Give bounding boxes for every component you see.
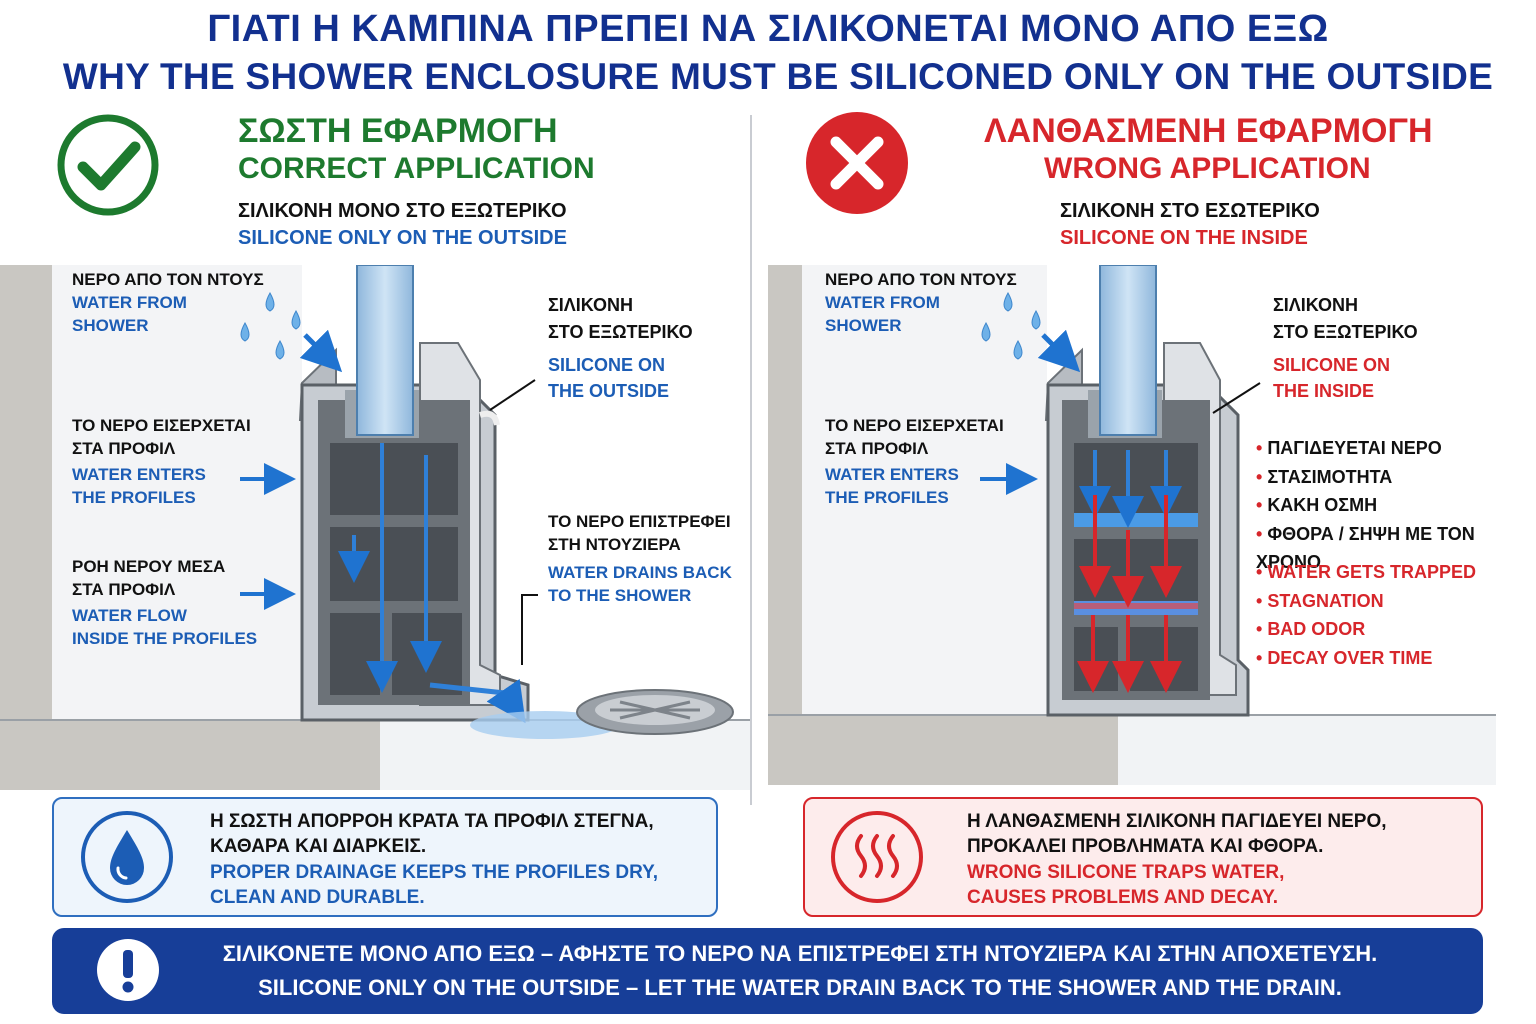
- correct-drains-greek-1: ΤΟ ΝΕΡΟ ΕΠΙΣΤΡΕΦΕΙ: [548, 512, 731, 531]
- wrong-bullets-english: WATER GETS TRAPPED STAGNATION BAD ODOR D…: [1256, 558, 1476, 672]
- bullet-item: WATER GETS TRAPPED: [1256, 558, 1476, 587]
- exclamation-icon: [97, 939, 159, 1001]
- correct-flow-english-1: WATER FLOW: [72, 606, 187, 625]
- correct-drains-greek-2: ΣΤΗ ΝΤΟΥΖΙΕΡΑ: [548, 535, 681, 554]
- wrong-water-from-english-1: WATER FROM: [825, 293, 940, 312]
- info-correct-greek-1: Η ΣΩΣΤΗ ΑΠΟΡΡΟΗ ΚΡΑΤΑ ΤΑ ΠΡΟΦΙΛ ΣΤΕΓΝΑ,: [210, 811, 654, 832]
- wrong-silicone-english-2: THE INSIDE: [1273, 381, 1375, 401]
- banner-text-greek: ΣΙΛΙΚΟΝΕΤΕ ΜΟΝΟ ΑΠΟ ΕΞΩ – ΑΦΗΣΤΕ ΤΟ ΝΕΡΟ…: [222, 941, 1378, 966]
- wrong-enters-english-2: THE PROFILES: [825, 488, 949, 507]
- bullet-item: STAGNATION: [1256, 587, 1476, 616]
- wrong-silicone-greek-2: ΣΤΟ ΕΞΩΤΕΡΙΚΟ: [1273, 322, 1418, 342]
- title-greek: ΓΙΑΤΙ Η ΚΑΜΠΙΝΑ ΠΡΕΠΕΙ ΝΑ ΣΙΛΙΚΟΝΕΤΑΙ ΜΟ…: [207, 8, 1329, 50]
- info-wrong-english-2: CAUSES PROBLEMS AND DECAY.: [967, 887, 1279, 908]
- correct-enters-english-1: WATER ENTERS: [72, 465, 206, 484]
- heat-waves-icon: [831, 811, 923, 903]
- correct-silicone-greek-1: ΣΙΛΙΚΟΝΗ: [548, 295, 633, 315]
- check-circle-icon: [57, 114, 159, 216]
- correct-silicone-greek-2: ΣΤΟ ΕΞΩΤΕΡΙΚΟ: [548, 322, 693, 342]
- info-wrong-greek-2: ΠΡΟΚΑΛΕΙ ΠΡΟΒΛΗΜΑΤΑ ΚΑΙ ΦΘΟΡΑ.: [967, 836, 1324, 857]
- correct-enters-english-2: THE PROFILES: [72, 488, 196, 507]
- banner-text-english: SILICONE ONLY ON THE OUTSIDE – LET THE W…: [258, 975, 1342, 1000]
- wrong-enters-greek-1: ΤΟ ΝΕΡΟ ΕΙΣΕΡΧΕΤΑΙ: [825, 416, 1004, 435]
- info-correct-greek-2: ΚΑΘΑΡΑ ΚΑΙ ΔΙΑΡΚΕΙΣ.: [210, 836, 427, 857]
- info-correct-english-2: CLEAN AND DURABLE.: [210, 887, 425, 908]
- correct-flow-english-2: INSIDE THE PROFILES: [72, 629, 258, 648]
- bullet-item: DECAY OVER TIME: [1256, 644, 1476, 673]
- correct-enters-greek-1: ΤΟ ΝΕΡΟ ΕΙΣΕΡΧΕΤΑΙ: [72, 416, 251, 435]
- bottom-banner: [52, 928, 1483, 1014]
- correct-water-from-greek: ΝΕΡΟ ΑΠΟ ΤΟΝ ΝΤΟΥΣ: [72, 270, 264, 289]
- correct-heading-greek: ΣΩΣΤΗ ΕΦΑΡΜΟΓΗ: [238, 112, 558, 150]
- info-wrong-greek-1: Η ΛΑΝΘΑΣΜΕΝΗ ΣΙΛΙΚΟΝΗ ΠΑΓΙΔΕΥΕΙ ΝΕΡΟ,: [967, 811, 1387, 832]
- bullet-item: ΚΑΚΗ ΟΣΜΗ: [1256, 491, 1536, 520]
- water-drop-icon: [81, 811, 173, 903]
- bullet-item: BAD ODOR: [1256, 615, 1476, 644]
- correct-water-from-english-1: WATER FROM: [72, 293, 187, 312]
- info-box-correct: [52, 797, 718, 917]
- bullet-item: ΠΑΓΙΔΕΥΕΤΑΙ ΝΕΡΟ: [1256, 434, 1536, 463]
- info-wrong-english-1: WRONG SILICONE TRAPS WATER,: [967, 862, 1285, 883]
- correct-diagram: [0, 265, 750, 790]
- correct-silicone-english-2: THE OUTSIDE: [548, 381, 670, 401]
- correct-flow-greek-1: ΡΟΗ ΝΕΡΟΥ ΜΕΣΑ: [72, 557, 226, 576]
- correct-enters-greek-2: ΣΤΑ ΠΡΟΦΙΛ: [72, 439, 176, 458]
- wrong-bullets-greek: ΠΑΓΙΔΕΥΕΤΑΙ ΝΕΡΟ ΣΤΑΣΙΜΟΤΗΤΑ ΚΑΚΗ ΟΣΜΗ Φ…: [1256, 434, 1536, 577]
- center-divider: [750, 115, 752, 805]
- title-english: WHY THE SHOWER ENCLOSURE MUST BE SILICON…: [62, 56, 1494, 97]
- wrong-water-from-greek: ΝΕΡΟ ΑΠΟ ΤΟΝ ΝΤΟΥΣ: [825, 270, 1017, 289]
- info-box-wrong: [803, 797, 1483, 917]
- correct-sub-english: SILICONE ONLY ON THE OUTSIDE: [238, 227, 567, 249]
- correct-drains-english-1: WATER DRAINS BACK: [548, 563, 732, 582]
- wrong-enters-english-1: WATER ENTERS: [825, 465, 959, 484]
- correct-sub-greek: ΣΙΛΙΚΟΝΗ ΜΟΝΟ ΣΤΟ ΕΞΩΤΕΡΙΚΟ: [238, 200, 567, 222]
- correct-silicone-english-1: SILICONE ON: [548, 355, 666, 375]
- bullet-item: ΣΤΑΣΙΜΟΤΗΤΑ: [1256, 463, 1536, 492]
- correct-heading-english: CORRECT APPLICATION: [238, 152, 595, 185]
- wrong-sub-greek: ΣΙΛΙΚΟΝΗ ΣΤΟ ΕΣΩΤΕΡΙΚΟ: [1060, 200, 1320, 222]
- wrong-enters-greek-2: ΣΤΑ ΠΡΟΦΙΛ: [825, 439, 929, 458]
- wrong-water-from-english-2: SHOWER: [825, 316, 902, 335]
- wrong-silicone-greek-1: ΣΙΛΙΚΟΝΗ: [1273, 295, 1358, 315]
- correct-drains-english-2: TO THE SHOWER: [548, 586, 692, 605]
- correct-flow-greek-2: ΣΤΑ ΠΡΟΦΙΛ: [72, 580, 176, 599]
- wrong-sub-english: SILICONE ON THE INSIDE: [1060, 227, 1308, 249]
- correct-water-from-english-2: SHOWER: [72, 316, 149, 335]
- x-circle-icon: [806, 112, 908, 214]
- info-correct-english-1: PROPER DRAINAGE KEEPS THE PROFILES DRY,: [210, 862, 658, 883]
- wrong-heading-english: WRONG APPLICATION: [1044, 152, 1371, 185]
- wrong-silicone-english-1: SILICONE ON: [1273, 355, 1391, 375]
- wrong-heading-greek: ΛΑΝΘΑΣΜΕΝΗ ΕΦΑΡΜΟΓΗ: [984, 112, 1433, 150]
